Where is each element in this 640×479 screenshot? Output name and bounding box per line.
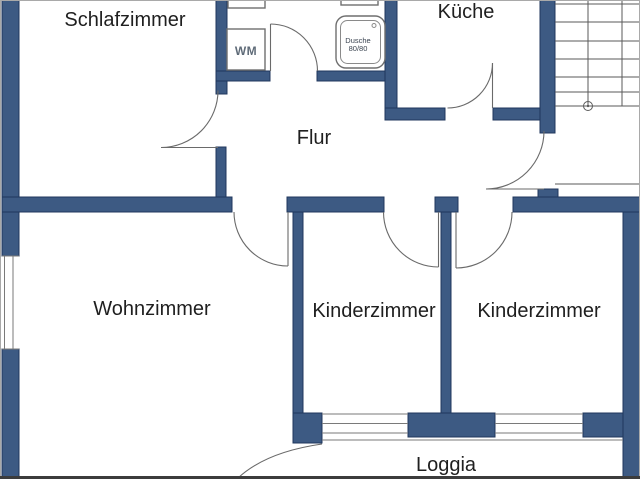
door-child2 <box>455 211 513 269</box>
wall-stairwell <box>539 0 556 134</box>
wall-bath-kitchen <box>384 0 398 121</box>
room-label-loggia: Loggia <box>416 454 477 476</box>
room-label-schlafzimmer: Schlafzimmer <box>64 9 185 31</box>
wall-living-child1 <box>292 211 304 415</box>
bath-sink-box <box>340 0 379 6</box>
stair-newel-circle <box>583 101 593 111</box>
wall-left-upper <box>1 0 20 257</box>
room-label-flur: Flur <box>297 127 332 149</box>
room-label-kinderzimmer-2: Kinderzimmer <box>477 300 601 322</box>
wall-bottom-middle <box>407 412 496 438</box>
stair-newel-dot <box>586 104 590 108</box>
shower-label-line2: 80/80 <box>349 44 368 53</box>
wall-main-d <box>512 196 640 213</box>
wall-loggia-corner <box>292 412 323 444</box>
wall-right-outer <box>622 211 640 479</box>
door-child1 <box>382 211 440 268</box>
wall-main-c <box>434 196 459 213</box>
doors <box>160 23 545 479</box>
door-loggia <box>237 443 323 479</box>
fixtures: WM Dusche 80/80 <box>226 0 386 71</box>
wall-kitchen-bottom-right <box>492 107 541 121</box>
wall-main-b <box>286 196 385 213</box>
room-labels: Schlafzimmer Küche Flur Wohnzimmer Kinde… <box>64 1 601 476</box>
windows <box>2 255 623 441</box>
room-label-wohnzimmer: Wohnzimmer <box>93 298 211 320</box>
door-entry <box>485 130 545 190</box>
door-bathroom <box>269 23 319 72</box>
wall-main-a <box>1 196 233 213</box>
washing-machine-label: WM <box>235 44 257 58</box>
wall-bedroom-flur-stub <box>215 146 227 198</box>
wall-child1-child2 <box>440 211 452 414</box>
wall-kitchen-bottom-left <box>384 107 446 121</box>
shower-label-line1: Dusche <box>345 36 370 45</box>
staircase <box>555 0 640 185</box>
shower: Dusche 80/80 <box>335 15 386 69</box>
window-child1 <box>322 413 408 434</box>
wall-left-lower <box>1 348 20 479</box>
room-label-kinderzimmer-1: Kinderzimmer <box>312 300 436 322</box>
room-label-kueche: Küche <box>438 1 495 23</box>
window-left <box>2 255 19 350</box>
door-kitchen <box>447 62 494 109</box>
window-child2 <box>495 413 583 434</box>
door-bedroom <box>160 90 219 149</box>
sink-box <box>227 0 266 9</box>
washing-machine <box>226 28 266 71</box>
door-livingroom <box>233 211 289 267</box>
wall-bath-bottom-left <box>215 70 271 82</box>
